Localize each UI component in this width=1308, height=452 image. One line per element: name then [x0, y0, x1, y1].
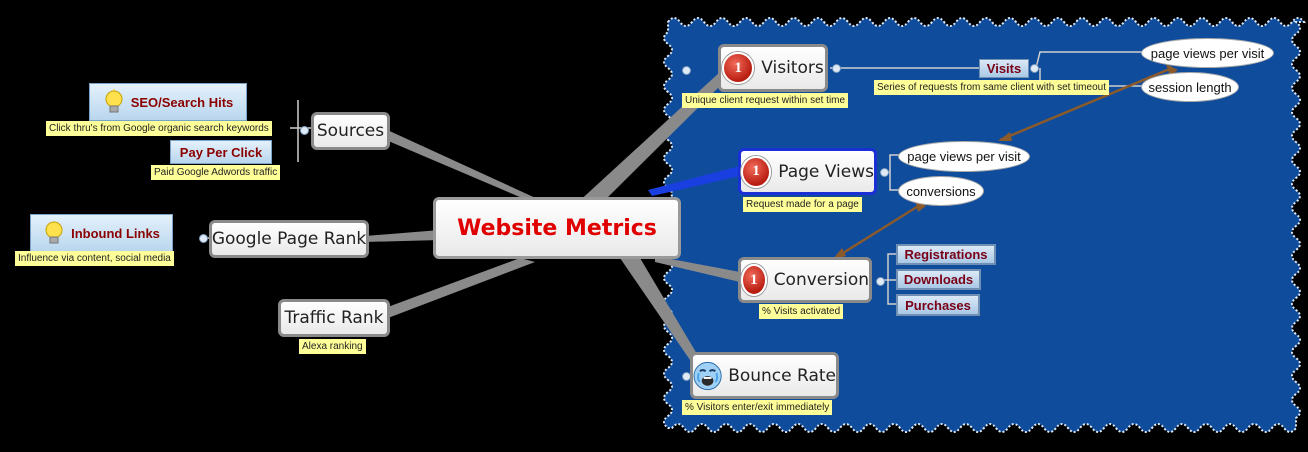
oval-label: session length	[1148, 79, 1232, 95]
lightbulb-icon	[105, 89, 123, 113]
connector-dot	[832, 64, 841, 73]
visitors-note: Unique client request within set time	[682, 93, 849, 108]
priority-1-icon: 1	[741, 264, 767, 296]
tag-purchases[interactable]: Purchases	[896, 294, 980, 316]
pay-per-click-label: Pay Per Click	[179, 144, 263, 160]
connector-dot	[876, 277, 885, 286]
tag-label: Registrations	[904, 247, 988, 262]
topic-visitors[interactable]: 1 Visitors	[718, 44, 828, 92]
lightbulb-icon	[45, 221, 63, 244]
inbound-links-label: Inbound Links	[71, 225, 160, 241]
topic-page-views[interactable]: 1 Page Views	[738, 148, 877, 195]
topic-visitors-label: Visitors	[761, 58, 824, 78]
connector-dot	[880, 168, 889, 177]
seo-search-hits-label: SEO/Search Hits	[130, 94, 234, 110]
seo-search-hits-note: Click thru's from Google organic search …	[46, 121, 272, 136]
connector-dot	[1030, 64, 1039, 73]
conversion-note: % Visits activated	[759, 304, 844, 319]
priority-1-icon: 1	[741, 155, 772, 188]
oval-label: page views per visit	[907, 149, 1021, 164]
topic-traffic-rank[interactable]: Traffic Rank	[278, 299, 390, 337]
topic-conversion[interactable]: 1 Conversion	[738, 257, 872, 303]
tag-registrations[interactable]: Registrations	[896, 244, 996, 265]
metrics-boundary-panel	[663, 17, 1307, 433]
subtopic-inbound-links[interactable]: Inbound Links	[30, 214, 173, 252]
topic-bounce-rate-label: Bounce Rate	[728, 365, 836, 386]
pageviews-oval-conversions[interactable]: conversions	[898, 176, 984, 206]
visitors-oval-page-views-per-visit[interactable]: page views per visit	[1141, 38, 1274, 68]
traffic-rank-note: Alexa ranking	[299, 339, 366, 354]
inbound-links-note: Influence via content, social media	[15, 251, 174, 266]
connector-dot	[682, 66, 691, 75]
crying-face-icon	[693, 361, 722, 390]
tag-label: Downloads	[903, 272, 974, 287]
topic-conversion-label: Conversion	[773, 270, 869, 290]
oval-label: conversions	[906, 183, 976, 199]
priority-1-icon: 1	[722, 52, 755, 84]
topic-sources-label: Sources	[316, 121, 385, 141]
connector-dot	[199, 234, 208, 243]
tag-label: Purchases	[905, 297, 971, 313]
central-topic[interactable]: Website Metrics	[433, 197, 681, 259]
subtopic-visits[interactable]: Visits	[979, 59, 1029, 78]
subtopic-seo-search-hits[interactable]: SEO/Search Hits	[89, 83, 247, 121]
topic-google-page-rank[interactable]: Google Page Rank	[209, 220, 369, 258]
topic-bounce-rate[interactable]: Bounce Rate	[690, 352, 839, 399]
tag-downloads[interactable]: Downloads	[896, 269, 981, 290]
page-views-note: Request made for a page	[743, 197, 862, 212]
subtopic-pay-per-click[interactable]: Pay Per Click	[170, 140, 272, 164]
pageviews-oval-page-views-per-visit[interactable]: page views per visit	[898, 141, 1030, 172]
topic-page-views-label: Page Views	[778, 161, 874, 182]
visits-label: Visits	[986, 61, 1022, 76]
bounce-rate-note: % Visitors enter/exit immediately	[682, 400, 833, 415]
pay-per-click-note: Paid Google Adwords traffic	[151, 165, 281, 180]
visits-note: Series of requests from same client with…	[874, 80, 1109, 95]
topic-traffic-rank-label: Traffic Rank	[284, 308, 384, 328]
visitors-oval-session-length[interactable]: session length	[1141, 72, 1239, 102]
central-topic-label: Website Metrics	[457, 215, 657, 241]
topic-google-page-rank-label: Google Page Rank	[211, 229, 367, 249]
topic-sources[interactable]: Sources	[311, 112, 390, 150]
oval-label: page views per visit	[1150, 45, 1265, 61]
connector-dot	[300, 126, 309, 135]
